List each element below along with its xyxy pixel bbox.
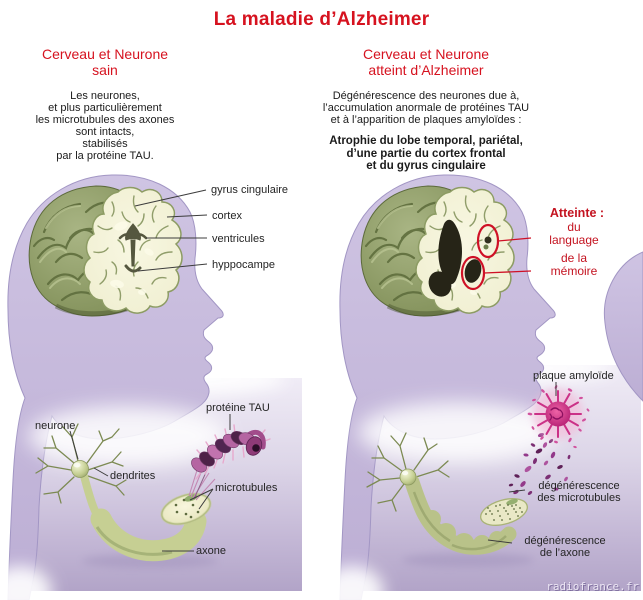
stipple-dots <box>485 504 523 521</box>
leader-line-language <box>497 237 532 242</box>
label-dendrites: dendrites <box>110 470 156 482</box>
leader-line-cortex <box>166 214 208 218</box>
watermark: radiofrance.fr <box>546 580 639 593</box>
atrophy-line: d’une partie du cortex frontal <box>346 147 506 160</box>
alzheimer-neuron-figure <box>366 385 590 555</box>
description-line: par la protéine TAU. <box>56 150 154 162</box>
axon-shading <box>412 491 451 543</box>
label-atteinte: Atteinte : <box>549 206 605 220</box>
head-silhouette-alzheimer <box>339 174 556 600</box>
leader-line-memory <box>483 270 532 274</box>
atrophy-holes <box>428 219 492 297</box>
chin-glow <box>358 402 558 462</box>
label-language-line1: du <box>567 220 581 234</box>
description-line: l’accumulation anormale de protéines TAU <box>322 102 530 114</box>
label-memoire: de la mémoire <box>524 252 624 278</box>
page-title: La maladie d’Alzheimer <box>213 9 430 30</box>
leader-line-dendrites <box>93 467 109 477</box>
soma-highlight <box>73 462 81 468</box>
leader-lines <box>69 189 557 552</box>
heading-healthy: Cerveau et Neurone sain <box>5 46 205 78</box>
leader-line-microtubules <box>189 488 214 510</box>
description-line: les microtubules des axones <box>35 114 175 126</box>
description-alzheimer: Dégénérescence des neurones due à, l’acc… <box>306 90 546 126</box>
red-leader-lines <box>483 237 532 274</box>
heading-alzheimer-line2: atteint d’Alzheimer <box>368 62 484 78</box>
label-deg-axone: dégénérescence de l’axone <box>515 535 615 559</box>
heading-alzheimer: Cerveau et Neurone atteint d’Alzheimer <box>326 46 526 78</box>
axon-tube <box>90 508 207 562</box>
healthy-neuron-figure <box>35 423 271 562</box>
neuron-soma <box>71 460 89 478</box>
description-line: et plus particulièrement <box>48 102 162 114</box>
label-microtubules: microtubules <box>215 482 278 494</box>
heading-healthy-line2: sain <box>92 62 118 78</box>
soma-highlight <box>401 470 409 476</box>
neck-fade <box>320 566 384 600</box>
description-line: Les neurones, <box>70 90 140 102</box>
axon-cross-section <box>161 493 211 525</box>
neck-fade <box>0 566 52 600</box>
label-hyppocampe: hyppocampe <box>212 259 275 271</box>
axon-shading <box>95 526 173 556</box>
atrophy-statement: Atrophie du lobe temporal, pariétal, d’u… <box>306 135 546 173</box>
tau-protein <box>191 424 271 480</box>
leader-line-hippocampus <box>137 263 208 272</box>
microtubule-dots <box>174 498 200 519</box>
axon-shading <box>451 535 507 551</box>
edge-silhouette-fragment <box>603 251 643 402</box>
leader-line-gyrus <box>134 189 207 207</box>
label-deg-microtubules-line2: des microtubules <box>537 492 621 504</box>
ventricle-shape <box>118 223 148 273</box>
description-line: stabilisés <box>82 138 128 150</box>
label-cortex: cortex <box>212 210 242 222</box>
label-ventricules: ventricules <box>212 233 265 245</box>
label-deg-axone-line1: dégénérescence <box>524 535 606 547</box>
axon-cross-section-rim <box>160 492 212 526</box>
heading-alzheimer-line1: Cerveau et Neurone <box>362 46 490 62</box>
chin-glow <box>28 406 228 466</box>
description-line: Dégénérescence des neurones due à, <box>332 90 520 102</box>
dendrite-branches <box>366 432 450 512</box>
leader-line-neuron <box>69 430 79 460</box>
leader-line-deg-axon <box>487 539 513 544</box>
label-memoire-line1: de la <box>560 251 588 265</box>
label-plaque-amyloide: plaque amyloïde <box>533 370 614 382</box>
label-deg-axone-line2: de l’axone <box>539 547 591 559</box>
label-deg-microtubules: dégénérescence des microtubules <box>527 480 631 504</box>
atrophy-line: Atrophie du lobe temporal, pariétal, <box>329 135 523 147</box>
label-proteine-tau: protéine TAU <box>206 402 270 414</box>
label-neurone: neurone <box>35 420 76 432</box>
amyloid-plaque <box>527 385 590 449</box>
label-language: du language <box>524 221 624 247</box>
label-memoire-line2: mémoire <box>550 264 598 278</box>
microtubule-debris <box>508 432 571 496</box>
microtubule-spray <box>188 466 216 501</box>
atrophy-line: et du gyrus cingulaire <box>366 160 486 172</box>
microtubule-cap <box>506 499 518 505</box>
axon-shadow <box>402 553 534 567</box>
label-deg-microtubules-line1: dégénérescence <box>538 480 620 492</box>
leader-line-deg-microtubules <box>508 489 526 493</box>
description-healthy: Les neurones, et plus particulièrement l… <box>2 90 208 162</box>
neuron-soma <box>399 468 417 486</box>
label-language-line2: language <box>549 233 599 247</box>
description-line: et à l’apparition de plaques amyloïdes : <box>330 114 522 126</box>
description-line: sont intacts, <box>75 126 135 138</box>
label-gyrus-cingulaire: gyrus cingulaire <box>211 184 289 196</box>
heading-healthy-line1: Cerveau et Neurone <box>41 46 169 62</box>
label-axone: axone <box>196 545 226 557</box>
